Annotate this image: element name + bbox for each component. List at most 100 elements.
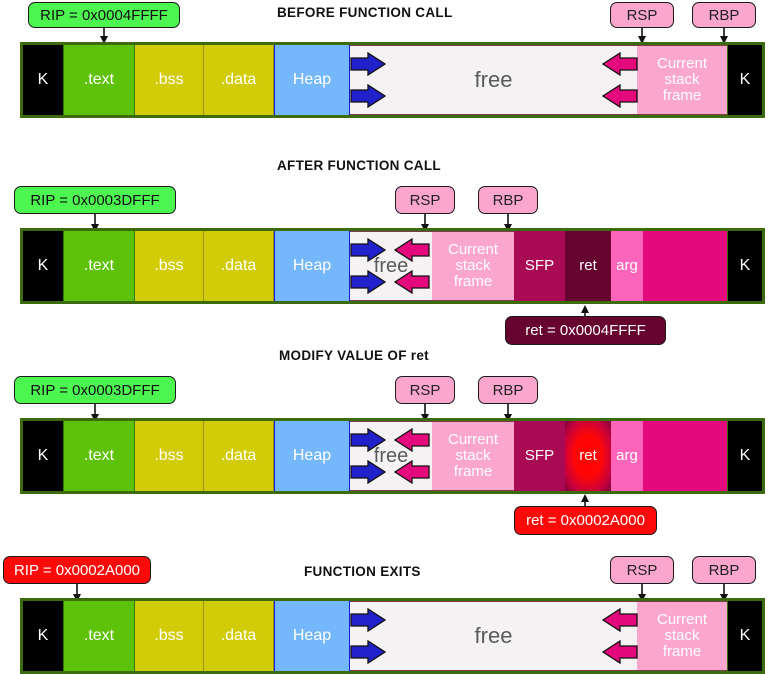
csf-line-3: frame [662,642,702,660]
ret-value-callout-modify: ret = 0x0002A000 [514,506,657,535]
segment-label: Heap [292,626,332,644]
segment-label: K [739,446,751,464]
segment-free: free [350,601,637,671]
segment-label: K [37,256,49,274]
segment-text: .text [63,231,135,301]
rbp-arrow-before [718,28,730,44]
segment-kernel-left: K [23,421,63,491]
segment-ret: ret [565,231,611,301]
segment-data: .data [204,601,274,671]
segment-label: K [739,256,751,274]
segment-label: .bss [154,446,184,464]
segment-kernel-right: K [727,421,762,491]
csf-line-3: frame [453,462,493,480]
rip-callout-exits: RIP = 0x0002A000 [3,556,151,584]
segment-text: .text [63,601,135,671]
segment-data: .data [204,231,274,301]
section-title-after-function-call: AFTER FUNCTION CALL [277,158,441,173]
heap-growth-arrow-icon [350,640,386,664]
stack-growth-arrow-icon [394,238,430,262]
segment-free: free [350,45,637,115]
segment-kernel-left: K [23,45,63,115]
segment-label: K [739,70,751,88]
csf-line-1: Current [656,55,708,73]
segment-label: .text [83,256,115,274]
segment-label: arg [616,447,638,465]
segment-kernel-right: K [727,231,762,301]
segment-label: free [474,67,513,93]
rip-callout-after: RIP = 0x0003DFFF [14,186,176,214]
memory-bar-modify: K .text .bss .data Heap free Current sta… [20,418,765,494]
segment-label: .text [83,626,115,644]
section-title-before-function-call: BEFORE FUNCTION CALL [277,5,453,20]
segment-heap: Heap [274,231,350,301]
csf-line-2: stack [455,447,491,465]
stack-growth-arrow-icon [394,428,430,452]
segment-label: ret [579,257,597,275]
csf-line-3: frame [662,86,702,104]
heap-growth-arrow-icon [350,428,386,452]
segment-stack-remainder [643,421,727,491]
segment-current-stack-frame: Current stack frame [432,231,514,301]
segment-current-stack-frame: Current stack frame [432,421,514,491]
rip-callout-before: RIP = 0x0004FFFF [28,2,180,28]
memory-bar-before: K .text .bss .data Heap free Current sta… [20,42,765,118]
segment-label: SFP [524,447,555,465]
segment-label: .data [220,626,257,644]
segment-label: K [37,626,49,644]
register-box-rsp-before: RSP [610,2,674,28]
segment-label: Heap [292,446,332,464]
segment-label: SFP [524,257,555,275]
segment-bss: .bss [135,421,204,491]
stack-growth-arrow-icon [602,84,638,108]
csf-line-1: Current [656,611,708,629]
segment-text: .text [63,421,135,491]
segment-label: K [37,446,49,464]
heap-growth-arrow-icon [350,84,386,108]
segment-data: .data [204,421,274,491]
csf-line-2: stack [664,71,700,89]
csf-line-1: Current [447,241,499,259]
segment-sfp: SFP [514,231,565,301]
memory-bar-exits: K .text .bss .data Heap free Current sta… [20,598,765,674]
heap-growth-arrow-icon [350,238,386,262]
segment-kernel-left: K [23,231,63,301]
segment-data: .data [204,45,274,115]
segment-current-stack-frame: Current stack frame [637,601,727,671]
segment-label: K [37,70,49,88]
segment-label: .bss [154,626,184,644]
csf-line-2: stack [664,627,700,645]
segment-arg: arg [611,231,643,301]
segment-kernel-left: K [23,601,63,671]
segment-label: .data [220,70,257,88]
segment-label: Heap [292,256,332,274]
heap-growth-arrow-icon [350,270,386,294]
register-box-rsp-modify: RSP [395,376,455,404]
segment-kernel-right: K [727,45,762,115]
rip-arrow-before [98,28,110,44]
memory-bar-after: K .text .bss .data Heap free Current sta… [20,228,765,304]
section-title-function-exits: FUNCTION EXITS [304,564,421,579]
register-box-rbp-modify: RBP [478,376,538,404]
segment-bss: .bss [135,45,204,115]
stack-growth-arrow-icon [394,460,430,484]
segment-label: .bss [154,70,184,88]
segment-arg: arg [611,421,643,491]
csf-line-1: Current [447,431,499,449]
segment-label: .bss [154,256,184,274]
segment-label: Heap [292,70,332,88]
register-box-rbp-exits: RBP [692,556,756,584]
stack-growth-arrow-icon [602,608,638,632]
rsp-arrow-before [636,28,648,44]
segment-label: .data [220,256,257,274]
segment-label: free [474,623,513,649]
segment-heap: Heap [274,45,350,115]
segment-heap: Heap [274,601,350,671]
stack-growth-arrow-icon [602,52,638,76]
heap-growth-arrow-icon [350,460,386,484]
segment-label: .data [220,446,257,464]
stack-growth-arrow-icon [602,640,638,664]
segment-stack-remainder [643,231,727,301]
segment-label: K [739,626,751,644]
